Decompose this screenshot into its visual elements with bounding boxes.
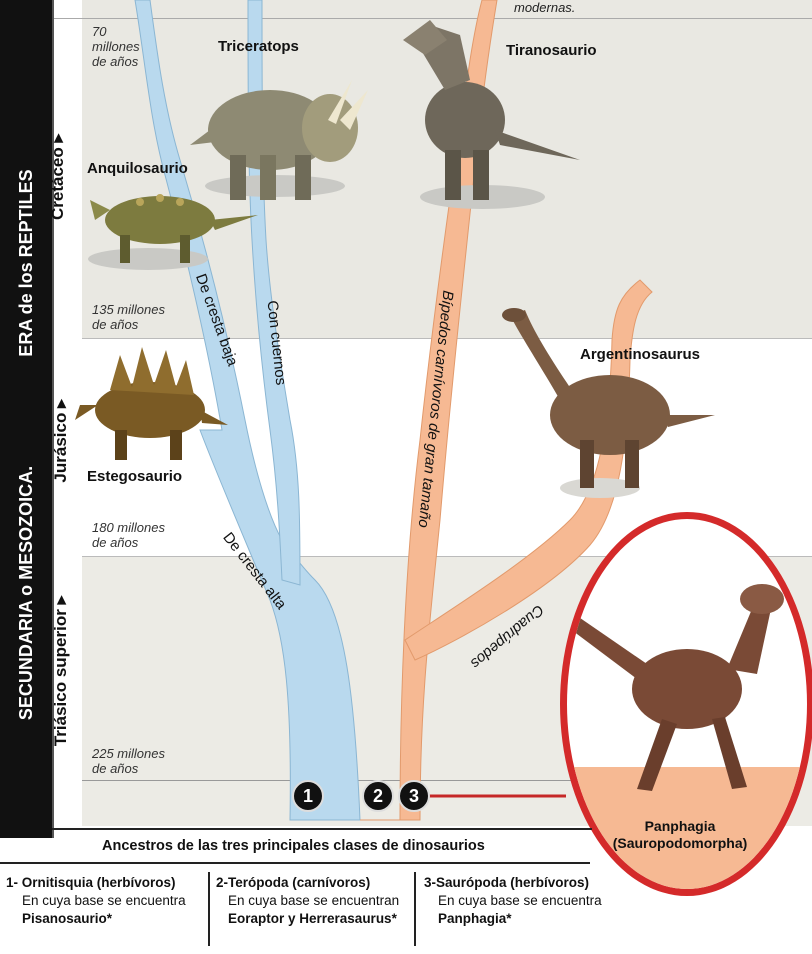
period-cretaceous: Cretáceo ▸ (47, 107, 69, 247)
age-135: 135 millones de años (92, 302, 165, 332)
era-right-title: ERA de los REPTILES (13, 153, 39, 373)
anquilosaurio-illustration (80, 180, 260, 270)
legend-separator (414, 872, 416, 946)
label-triceratops: Triceratops (218, 38, 299, 55)
age-70: 70 millones de años (92, 24, 140, 69)
period-triassic: Triásico superior ▸ (50, 576, 72, 766)
label-argentinosaurus: Argentinosaurus (580, 346, 700, 363)
label-panphagia: Panphagia (Sauropodomorpha) (590, 818, 770, 852)
legend-separator (208, 872, 210, 946)
branch-number-1: 1 (292, 780, 324, 812)
label-tiranosaurio: Tiranosaurio (506, 42, 597, 59)
top-note: modernas. (514, 0, 575, 15)
branch-number-2: 2 (362, 780, 394, 812)
legend-theropoda: 2-Terópoda (carnívoros) En cuya base se … (216, 874, 412, 946)
label-anquilosaurio: Anquilosaurio (87, 160, 188, 177)
legend-ornithischia: 1- Ornitisquia (herbívoros) En cuya base… (6, 874, 202, 946)
age-225: 225 millones de años (92, 746, 165, 776)
panphagia-illustration (567, 559, 807, 819)
branch-number-3: 3 (398, 780, 430, 812)
ancestors-divider (0, 862, 590, 864)
legend-sauropoda: 3-Saurópoda (herbívoros) En cuya base se… (424, 874, 614, 946)
ancestors-caption: Ancestros de las tres principales clases… (102, 838, 485, 854)
estegosaurio-illustration (70, 335, 230, 465)
label-estegosaurio: Estegosaurio (87, 468, 182, 485)
argentinosaurus-illustration (500, 305, 720, 495)
tiranosaurio-illustration (385, 10, 585, 210)
period-jurassic: Jurásico ▸ (50, 396, 72, 486)
age-180: 180 millones de años (92, 520, 165, 550)
era-left-title: SECUNDARIA o MESOZOICA. (13, 417, 39, 769)
ancestors-divider (52, 828, 592, 830)
